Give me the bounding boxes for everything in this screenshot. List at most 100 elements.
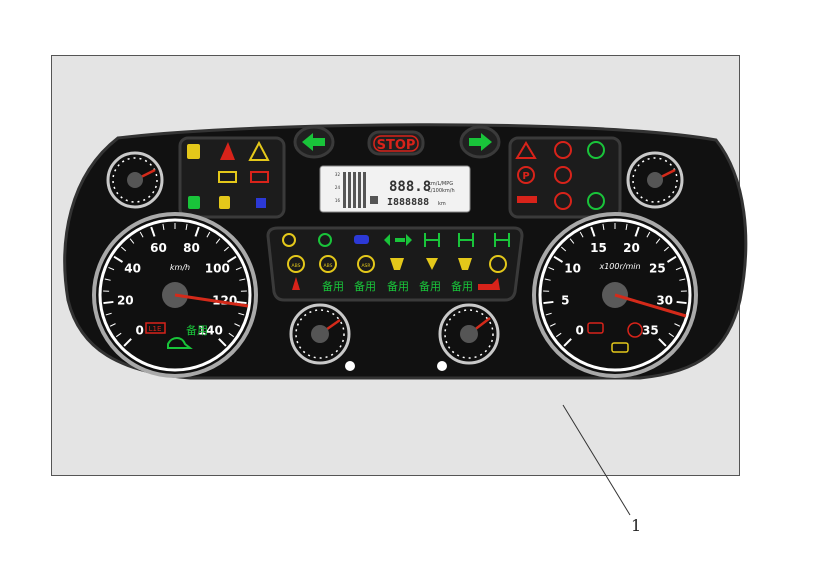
gauge-tick (590, 226, 596, 237)
lcd-main-value: 888.8 (389, 179, 431, 195)
turn-left-indicator (293, 125, 335, 159)
fuel-gauge-icon (370, 196, 378, 204)
diff-lock-1-icon (587, 141, 605, 159)
gauge-tick-label: 20 (623, 241, 640, 255)
asr-icon (357, 255, 375, 273)
gauge-tick-label: 5 (561, 294, 569, 308)
gauge-tick (129, 238, 135, 244)
gauge-tick (634, 226, 640, 237)
filter-icon (426, 258, 438, 270)
tach-unit-label: x100r/min (598, 262, 640, 271)
gauge-tick (563, 338, 572, 347)
warning-panel-right: P (508, 136, 622, 219)
spare-label: 备用 (419, 279, 441, 293)
gauge-tick-label: 0 (135, 323, 143, 337)
gauge-tick (150, 226, 156, 237)
stop-label: STOP (377, 138, 416, 153)
svg-text:P: P (522, 171, 529, 182)
lcd-bar-label: 16 (335, 198, 341, 203)
gauge-tick-label: 35 (642, 323, 659, 337)
gauge-tick (602, 223, 605, 231)
center-indicator-panel (266, 226, 524, 302)
trailer-icon (517, 196, 537, 203)
l1e-badge-label: L1E (149, 325, 162, 333)
gauge-tick (236, 300, 247, 305)
stop-warning-icon (627, 322, 643, 338)
lcd-unit-main: km/L/MPG (428, 181, 453, 187)
hazard-arrows-icon (384, 234, 412, 246)
gauge-tick (544, 278, 551, 281)
gauge-tick (218, 338, 227, 347)
spare-label: 备用 (451, 279, 473, 293)
gauge-tick (655, 238, 661, 244)
gauge-tick (103, 300, 114, 305)
gauge-tick (234, 323, 241, 327)
gauge-tick (625, 223, 628, 231)
fuel-low-icon (219, 196, 230, 209)
gauge-tick (666, 255, 677, 263)
gauge-tick (674, 323, 681, 327)
mounting-hole-right (437, 361, 447, 371)
axle-lock-1-icon (424, 233, 440, 247)
gauge-tick (104, 278, 111, 281)
gauge-tick (108, 266, 115, 271)
gauge-tick-label: 20 (117, 294, 134, 308)
engine-fault-icon (587, 322, 604, 334)
preheat-icon (390, 258, 404, 270)
small-gauge-top-right (626, 151, 684, 209)
gauge-tick (549, 323, 556, 327)
gauge-tick (579, 231, 584, 238)
seatbelt-warning-icon (220, 142, 235, 160)
abs-icon (287, 255, 305, 273)
gauge-tick (185, 223, 188, 231)
speed-unit-label: km/h (170, 263, 190, 272)
gauge-tick (676, 300, 687, 305)
retarder-icon (458, 258, 472, 270)
tachometer-needle (614, 293, 687, 318)
gauge-tick (226, 255, 237, 263)
leader-line (562, 404, 631, 516)
warning-triangle-icon (515, 141, 537, 159)
lcd-odometer: I888888 (387, 197, 429, 208)
gauge-tick (560, 246, 567, 252)
small-gauge-bottom-left (289, 303, 351, 365)
gauge-tick (215, 238, 221, 244)
mounting-hole-left (345, 361, 355, 371)
gauge-tick-label: 10 (564, 261, 581, 275)
gauge-tick (543, 300, 554, 305)
left-arrow-icon (302, 133, 325, 151)
fuel-pump-icon (187, 144, 200, 159)
gauge-tick (569, 238, 575, 244)
small-gauge-bottom-right (438, 303, 500, 365)
fog-light-icon (282, 233, 296, 247)
warning-panel-left (178, 136, 286, 219)
front-fog-icon (318, 233, 332, 247)
gauge-tick (162, 223, 165, 231)
gauge-tick-label: 100 (205, 261, 230, 275)
gauge-tick (555, 332, 562, 338)
lcd-display (319, 165, 471, 213)
gauge-tick (194, 226, 200, 237)
gauge-tick (206, 231, 211, 238)
engine-check-bottom-icon (611, 342, 629, 353)
gauge-tick (548, 266, 555, 271)
small-gauge-top-left (106, 151, 164, 209)
coolant-temp-icon (292, 277, 300, 290)
blue-indicator-icon (256, 198, 266, 208)
oil-pressure-icon (478, 278, 500, 290)
fuel-green-icon (188, 196, 200, 209)
gauge-tick (675, 266, 682, 271)
l1e-badge (145, 322, 166, 334)
cruise-icon (167, 337, 193, 349)
gauge-tick (679, 278, 686, 281)
spare-label: 备用 (354, 279, 376, 293)
gauge-tick (105, 312, 112, 316)
lcd-odometer-unit: km (438, 201, 446, 207)
hazard-triangle-icon (248, 140, 270, 161)
battery-icon (218, 171, 237, 183)
gauge-tick (115, 332, 122, 338)
lcd-unit-sub: L/100km/h (428, 188, 455, 194)
gauge-tick (239, 278, 246, 281)
